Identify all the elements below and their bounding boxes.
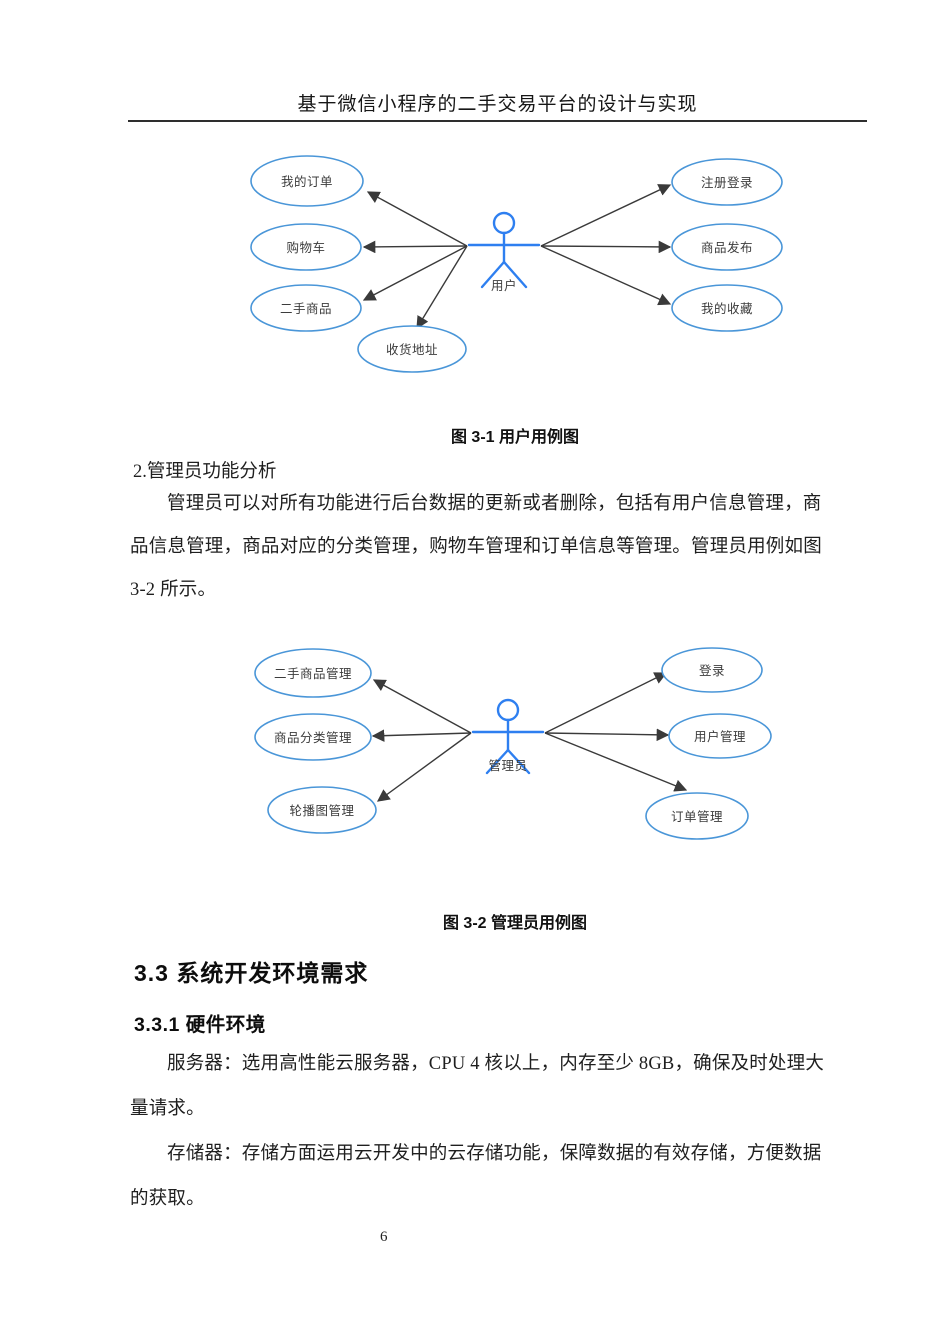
figure-3-2-use-case-diagram: 二手商品管理 商品分类管理 轮播图管理 登录 用户管理 订单管理 — [254, 647, 772, 840]
paragraph-line: 存储器：存储方面运用云开发中的云存储功能，保障数据的有效存储，方便数据 — [167, 1144, 822, 1164]
svg-text:用户管理: 用户管理 — [694, 729, 746, 744]
figure-3-1-caption: 图 3-1 用户用例图 — [450, 429, 580, 446]
storage-paragraph: 存储器：存储方面运用云开发中的云存储功能，保障数据的有效存储，方便数据 的获取。 — [130, 1132, 842, 1222]
association-arrows-user — [362, 184, 672, 330]
paragraph-line: 3-2 所示。 — [130, 580, 217, 600]
usecase-node-my-orders: 我的订单 — [250, 155, 364, 207]
paragraph-line: 管理员可以对所有功能进行后台数据的更新或者删除，包括有用户信息管理，商 — [167, 494, 822, 514]
usecase-node-shipping-address: 收货地址 — [357, 325, 467, 373]
svg-text:二手商品管理: 二手商品管理 — [274, 666, 352, 681]
usecase-node-secondhand-goods-mgmt: 二手商品管理 — [254, 648, 372, 698]
admin-analysis-paragraph: 管理员可以对所有功能进行后台数据的更新或者删除，包括有用户信息管理，商 品信息管… — [130, 483, 842, 612]
figure-3-2-caption: 图 3-2 管理员用例图 — [442, 915, 588, 932]
actor-admin-label: 管理员 — [488, 758, 527, 773]
admin-analysis-heading: 2.管理员功能分析 — [133, 462, 277, 482]
usecase-node-login: 登录 — [661, 647, 763, 693]
page-number: 6 — [380, 1229, 388, 1245]
svg-text:注册登录: 注册登录 — [701, 175, 753, 190]
svg-text:轮播图管理: 轮播图管理 — [289, 803, 354, 818]
paragraph-line: 的获取。 — [130, 1189, 205, 1209]
usecase-node-cart: 购物车 — [250, 223, 362, 271]
usecase-node-my-favorites: 我的收藏 — [671, 284, 783, 332]
svg-text:商品分类管理: 商品分类管理 — [274, 730, 352, 745]
page-header-title: 基于微信小程序的二手交易平台的设计与实现 — [297, 94, 698, 115]
usecase-node-product-publish: 商品发布 — [671, 223, 783, 271]
usecase-node-user-mgmt: 用户管理 — [668, 713, 772, 759]
figure-3-1-use-case-diagram: 我的订单 购物车 二手商品 收货地址 注册登录 商品发布 我的收藏 — [250, 155, 783, 373]
svg-text:订单管理: 订单管理 — [671, 809, 723, 824]
section-3-3-1-heading: 3.3.1 硬件环境 — [134, 1014, 266, 1036]
svg-text:购物车: 购物车 — [286, 240, 325, 255]
paragraph-line: 品信息管理，商品对应的分类管理，购物车管理和订单信息等管理。管理员用例如图 — [130, 537, 822, 557]
paragraph-line: 服务器：选用高性能云服务器，CPU 4 核以上，内存至少 8GB，确保及时处理大 — [167, 1054, 825, 1074]
section-3-3-heading: 3.3 系统开发环境需求 — [134, 960, 369, 986]
usecase-node-category-mgmt: 商品分类管理 — [254, 713, 372, 761]
usecase-node-carousel-mgmt: 轮播图管理 — [267, 786, 377, 834]
svg-text:二手商品: 二手商品 — [280, 301, 332, 316]
svg-text:登录: 登录 — [699, 663, 725, 678]
usecase-node-secondhand-goods: 二手商品 — [250, 284, 362, 332]
svg-text:商品发布: 商品发布 — [701, 240, 753, 255]
usecase-node-register-login: 注册登录 — [671, 158, 783, 206]
usecase-node-order-mgmt: 订单管理 — [645, 792, 749, 840]
actor-user-figure: 用户 — [467, 211, 541, 293]
header-divider — [128, 120, 867, 122]
svg-text:收货地址: 收货地址 — [386, 342, 438, 357]
server-paragraph: 服务器：选用高性能云服务器，CPU 4 核以上，内存至少 8GB，确保及时处理大… — [130, 1042, 842, 1132]
actor-user-label: 用户 — [491, 278, 517, 293]
svg-text:我的订单: 我的订单 — [281, 174, 333, 189]
svg-text:我的收藏: 我的收藏 — [701, 301, 753, 316]
actor-admin-figure: 管理员 — [471, 698, 545, 775]
association-arrows-admin — [371, 672, 688, 802]
paragraph-line: 量请求。 — [130, 1099, 205, 1119]
